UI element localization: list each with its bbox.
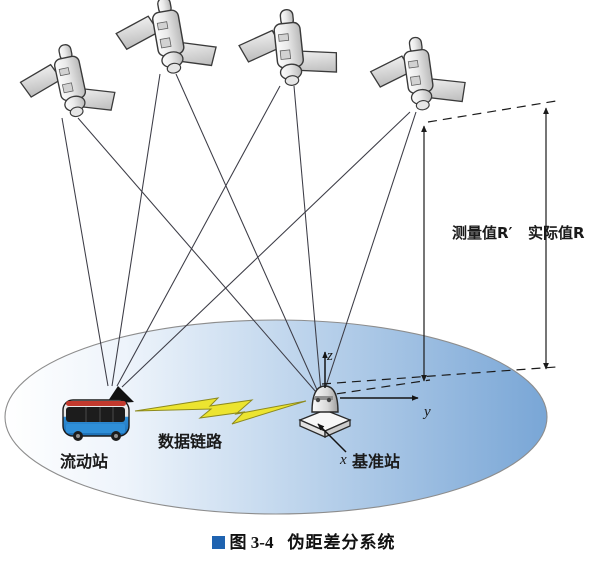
axis-z-label: z [327, 348, 333, 364]
satellite-icon [19, 44, 116, 118]
satellite-icon [115, 0, 217, 74]
satellite-icon [369, 36, 466, 111]
rover-bus-icon [62, 399, 130, 441]
axis-y-label: y [424, 404, 431, 420]
axis-x-label: x [340, 452, 347, 468]
base-station-antenna-icon [298, 385, 352, 438]
satellite-icon [238, 8, 338, 86]
coordinate-axes [317, 351, 419, 453]
caption-number: 图 3-4 [229, 533, 274, 552]
caption-title: 伪距差分系统 [287, 533, 396, 553]
lightning-bolt-icon [134, 397, 307, 425]
data-link-label: 数据链路 [158, 432, 223, 451]
signal-lines [61, 73, 417, 393]
base-station-label: 基准站 [352, 452, 401, 471]
caption-marker-square [211, 536, 225, 549]
ground-plane [4, 319, 548, 515]
rover-station-label: 流动站 [60, 452, 109, 471]
actual-value-label: 实际值R [528, 224, 585, 242]
measurement-arrows [321, 100, 557, 397]
measured-value-label: 测量值R′ [452, 224, 513, 242]
figure-caption: 图 3-4 伪距差分系统 [0, 528, 607, 553]
